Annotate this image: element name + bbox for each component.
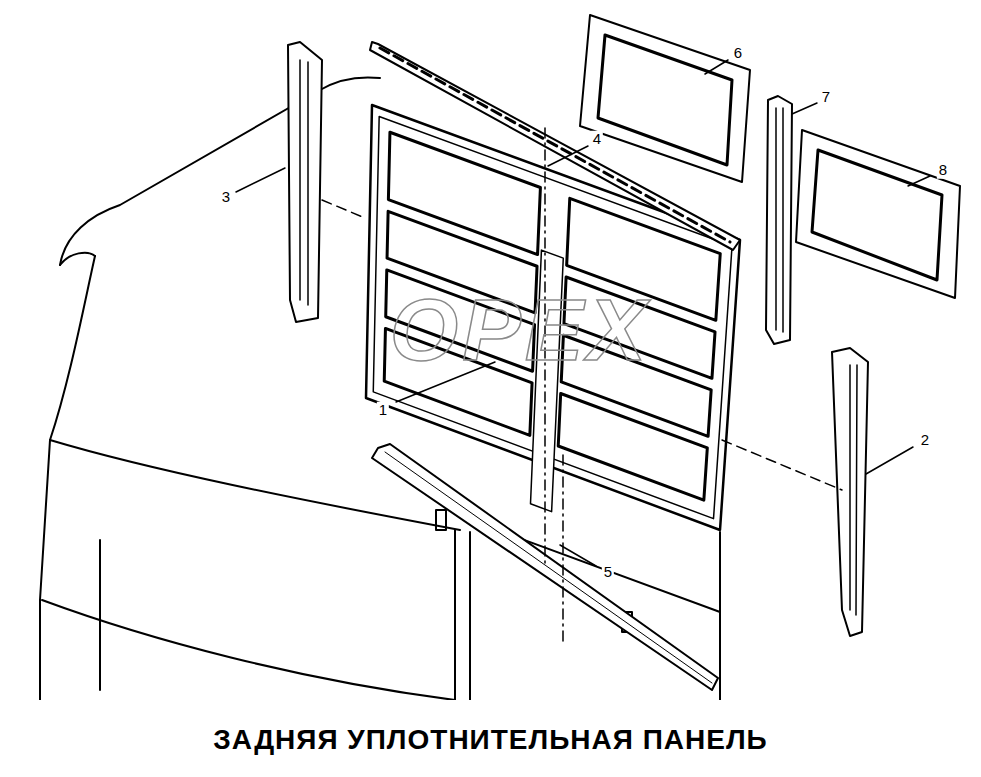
callout-number: 8 (937, 162, 949, 179)
caption: ЗАДНЯЯ УПЛОТНИТЕЛЬНАЯ ПАНЕЛЬ (0, 724, 981, 756)
callout-number: 2 (919, 432, 931, 449)
panel-frame-inner (373, 116, 732, 518)
watermark: ОРЕХ (388, 282, 653, 379)
seal-strips (288, 42, 868, 690)
callout-number: 4 (591, 131, 603, 148)
glass-panels (580, 15, 960, 298)
leader-lines (236, 60, 930, 566)
assembly-lines (322, 128, 842, 645)
panel-opening (388, 132, 540, 254)
callout-number: 5 (602, 564, 614, 581)
callout-number: 1 (377, 402, 389, 419)
callout-number: 3 (220, 189, 232, 206)
callout-number: 6 (732, 45, 744, 62)
panel-opening (558, 394, 707, 501)
callout-number: 7 (820, 89, 832, 106)
